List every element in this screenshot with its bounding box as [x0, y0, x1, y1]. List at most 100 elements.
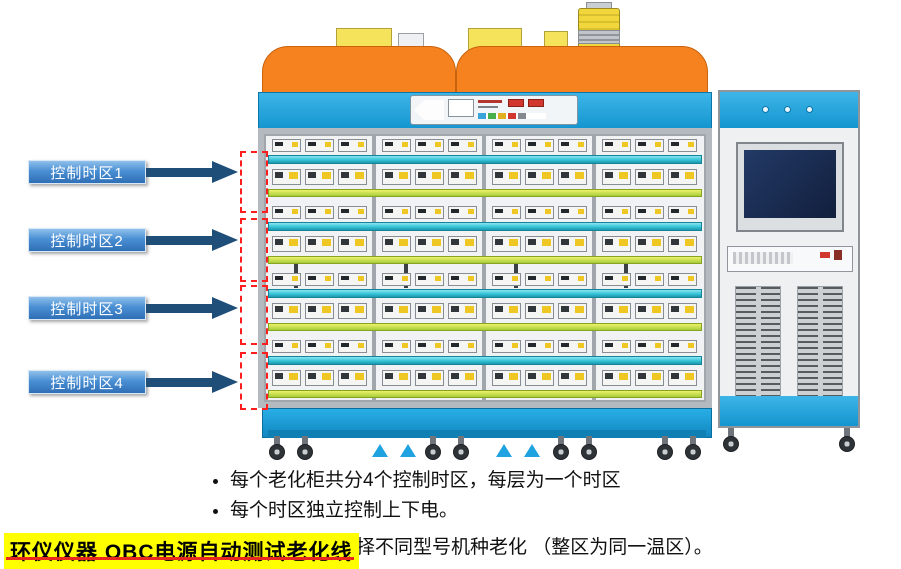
caster-tire [581, 444, 597, 460]
tray-dark-part [834, 250, 842, 260]
dut-board [415, 236, 444, 252]
dut-board [338, 139, 367, 152]
dut-board [668, 236, 697, 252]
caster-tire [425, 444, 441, 460]
zone-arrow-head [212, 161, 238, 183]
dut-board [525, 370, 554, 386]
dut-board [448, 303, 477, 319]
dut-board [305, 169, 334, 185]
dut-board [525, 340, 554, 353]
dut-board [602, 273, 631, 286]
caster-stem [430, 436, 436, 445]
dut-board [602, 139, 631, 152]
dut-board [305, 340, 334, 353]
led-light-bar [268, 222, 702, 231]
caster-tire [657, 444, 673, 460]
shelf-edge [268, 390, 702, 398]
dut-board [305, 139, 334, 152]
zone-label-text: 控制时区4 [50, 374, 124, 392]
roof-hump-left [262, 46, 456, 94]
dut-board [668, 370, 697, 386]
leveling-pad [400, 444, 416, 457]
dut-board [382, 273, 411, 286]
caster-stem [662, 436, 668, 445]
dut-board [525, 206, 554, 219]
dut-board [305, 206, 334, 219]
indicator-dot [806, 106, 813, 113]
caster-wheel [296, 436, 314, 462]
dut-board [668, 206, 697, 219]
dut-board [635, 206, 664, 219]
caster-stem [844, 428, 850, 437]
caster-wheel [268, 436, 286, 462]
dut-board [492, 169, 521, 185]
dut-board [635, 370, 664, 386]
caster-wheel [838, 428, 856, 454]
dut-board [448, 169, 477, 185]
zone-arrow-shaft [146, 378, 212, 387]
dut-board [448, 370, 477, 386]
zone-label-text: 控制时区3 [50, 300, 124, 318]
dut-board [338, 340, 367, 353]
dut-board [272, 139, 301, 152]
caster-wheel [552, 436, 570, 462]
dut-board [272, 236, 301, 252]
dut-board [492, 303, 521, 319]
dut-board [415, 340, 444, 353]
dut-board [492, 273, 521, 286]
dut-board [415, 303, 444, 319]
note-item-partial: 择不同型号机种老化 （整区为同一温区）。 [356, 537, 713, 558]
dut-board [668, 303, 697, 319]
zone-arrow-head [212, 297, 238, 319]
dut-board [492, 340, 521, 353]
dut-board [635, 169, 664, 185]
zone-highlight-3 [240, 285, 268, 345]
dut-board [558, 169, 587, 185]
dut-board [382, 340, 411, 353]
caster-wheel [424, 436, 442, 462]
dut-board [272, 169, 301, 185]
caster-stem [274, 436, 280, 445]
led-light-bar [268, 155, 702, 164]
control-cabinet-bottom-band [720, 396, 858, 426]
dut-board [492, 236, 521, 252]
leveling-pad [496, 444, 512, 457]
dut-board [382, 206, 411, 219]
dut-board [492, 206, 521, 219]
dut-board [602, 340, 631, 353]
dut-board [635, 303, 664, 319]
monitor-screen [744, 150, 836, 218]
dut-board [448, 340, 477, 353]
zone-arrow-shaft [146, 168, 212, 177]
dut-board [415, 206, 444, 219]
dut-board [272, 273, 301, 286]
indicator-dot [762, 106, 769, 113]
dut-board [338, 169, 367, 185]
panel-text-line [478, 106, 498, 108]
caster-stem [690, 436, 696, 445]
page-title: 环仪仪器 OBC电源自动测试老化线 [4, 533, 359, 569]
zone-label-4: 控制时区4 [28, 370, 146, 394]
dut-board [558, 273, 587, 286]
dut-board [492, 139, 521, 152]
roof-hump-right [456, 46, 708, 94]
dut-board [635, 340, 664, 353]
dut-board [602, 303, 631, 319]
caster-tire [553, 444, 569, 460]
panel-indicator-row [478, 113, 546, 119]
dut-board [558, 370, 587, 386]
vent-grille [735, 286, 781, 416]
dut-board [338, 236, 367, 252]
dut-board [305, 273, 334, 286]
zone-highlight-4 [240, 352, 268, 410]
shelf-edge [268, 189, 702, 197]
dut-board [668, 273, 697, 286]
caster-stem [458, 436, 464, 445]
dut-board [338, 273, 367, 286]
dut-board [415, 370, 444, 386]
caster-stem [728, 428, 734, 437]
dut-board [382, 139, 411, 152]
dut-board [338, 206, 367, 219]
dut-board [525, 273, 554, 286]
dut-board [338, 303, 367, 319]
